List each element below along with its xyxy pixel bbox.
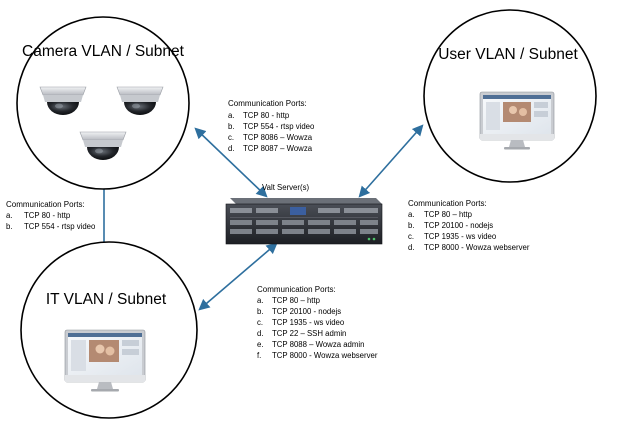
dome-camera-icon: [39, 86, 87, 115]
ports-item-text: TCP 554 - rtsp video: [243, 122, 315, 131]
ports-item-text: TCP 8000 - Wowza webserver: [272, 351, 378, 360]
ports-item-marker: b.: [408, 221, 415, 230]
connector-server-user: [358, 124, 424, 198]
rack-server-icon: [225, 198, 383, 245]
ports-item-marker: a.: [228, 111, 235, 120]
connector-server-it: [198, 242, 278, 311]
ports-heading: Communication Ports:: [408, 199, 487, 208]
user-vlan-title: User VLAN / Subnet: [438, 46, 578, 63]
ports-item-marker: a.: [6, 211, 13, 220]
ports-item-marker: b.: [257, 307, 264, 316]
ports-item-text: TCP 8087 – Wowza: [243, 144, 313, 153]
it-vlan-title: IT VLAN / Subnet: [46, 291, 167, 308]
ports-heading: Communication Ports:: [6, 200, 85, 209]
valt-server-group: Valt Server(s): [225, 183, 383, 245]
ports-item-text: TCP 80 – http: [272, 296, 321, 305]
desktop-monitor-icon: [64, 329, 146, 392]
camera-vlan-group: Camera VLAN / Subnet: [16, 16, 190, 190]
ports-camera-server: Communication Ports: a. TCP 80 - http b.…: [228, 99, 315, 153]
ports-item-marker: a.: [257, 296, 264, 305]
ports-server-it: Communication Ports: a. TCP 80 – http b.…: [257, 285, 378, 360]
ports-item-marker: d.: [408, 243, 415, 252]
ports-item-marker: b.: [228, 122, 235, 131]
ports-item-text: TCP 80 – http: [424, 210, 473, 219]
dome-camera-icon: [79, 131, 127, 160]
ports-item-marker: c.: [408, 232, 414, 241]
ports-item-marker: c.: [257, 318, 263, 327]
desktop-monitor-icon: [479, 91, 555, 150]
connector-camera-server: [194, 127, 268, 198]
it-vlan-group: IT VLAN / Subnet: [20, 241, 198, 419]
server-label: Valt Server(s): [262, 183, 309, 192]
ports-heading: Communication Ports:: [228, 99, 307, 108]
ports-item-marker: f.: [257, 351, 261, 360]
ports-heading: Communication Ports:: [257, 285, 336, 294]
ports-item-text: TCP 20100 - nodejs: [424, 221, 493, 230]
ports-item-marker: b.: [6, 222, 13, 231]
ports-item-text: TCP 8086 – Wowza: [243, 133, 313, 142]
ports-item-marker: d.: [228, 144, 235, 153]
connectors: [103, 124, 424, 311]
camera-vlan-circle: [16, 16, 190, 190]
ports-item-text: TCP 8000 - Wowza webserver: [424, 243, 530, 252]
ports-item-marker: a.: [408, 210, 415, 219]
ports-item-text: TCP 1935 - ws video: [272, 318, 345, 327]
ports-item-marker: d.: [257, 329, 264, 338]
ports-item-text: TCP 1935 - ws video: [424, 232, 497, 241]
ports-camera-it: Communication Ports: a. TCP 80 - http b.…: [6, 200, 96, 231]
ports-item-text: TCP 554 - rtsp video: [24, 222, 96, 231]
ports-item-marker: c.: [228, 133, 234, 142]
ports-server-user: Communication Ports: a. TCP 80 – http b.…: [408, 199, 530, 252]
dome-camera-icon: [116, 86, 164, 115]
ports-item-text: TCP 22 – SSH admin: [272, 329, 346, 338]
ports-item-text: TCP 8088 – Wowza admin: [272, 340, 364, 349]
camera-vlan-title: Camera VLAN / Subnet: [22, 43, 185, 60]
ports-item-text: TCP 20100 - nodejs: [272, 307, 341, 316]
ports-item-text: TCP 80 - http: [243, 111, 290, 120]
ports-item-text: TCP 80 - http: [24, 211, 71, 220]
ports-item-marker: e.: [257, 340, 264, 349]
user-vlan-group: User VLAN / Subnet: [423, 9, 597, 183]
